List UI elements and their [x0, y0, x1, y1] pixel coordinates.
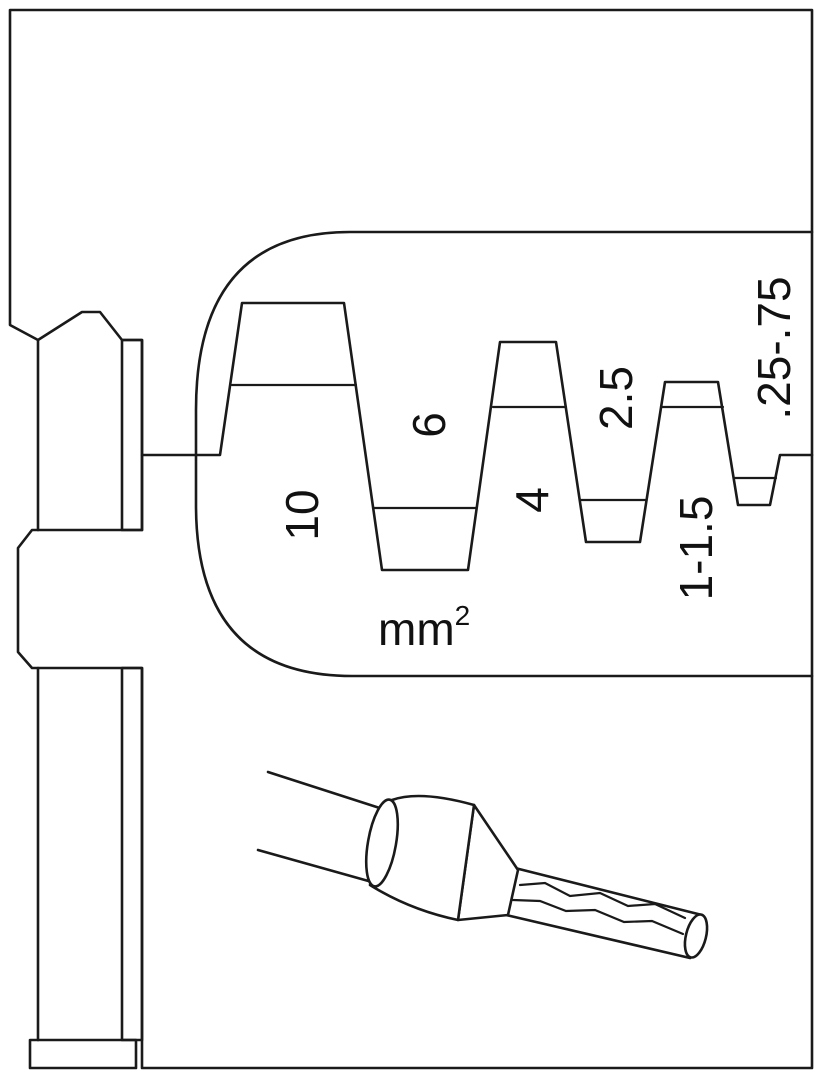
left-rail-lower-slot [120, 666, 144, 1042]
label-size-4: 4 [506, 487, 558, 513]
wire-ferrule-illustration [256, 770, 709, 960]
ferrule-pin-strands [518, 881, 687, 920]
label-size-1-1-5: 1-1.5 [670, 496, 722, 601]
unit-exponent: 2 [455, 600, 471, 631]
crimp-profile [140, 301, 814, 572]
cable-top-edge [266, 770, 394, 814]
label-size-2-5: 2.5 [590, 366, 642, 430]
left-rail-foot [28, 1038, 138, 1070]
unit-label: mm2 [378, 600, 470, 655]
label-size-025-075: .25-.75 [748, 276, 800, 419]
ferrule-collar-rim [364, 798, 400, 888]
ferrule-pin-strands-2 [511, 898, 685, 936]
label-size-6: 6 [403, 412, 455, 438]
left-rail-upper-slot [120, 338, 144, 532]
die-insert-outline [194, 230, 814, 678]
unit-base: mm [378, 603, 455, 655]
label-size-10: 10 [276, 489, 328, 540]
ferrule-pin-end [683, 913, 709, 959]
cable-bottom-edge [256, 848, 374, 884]
